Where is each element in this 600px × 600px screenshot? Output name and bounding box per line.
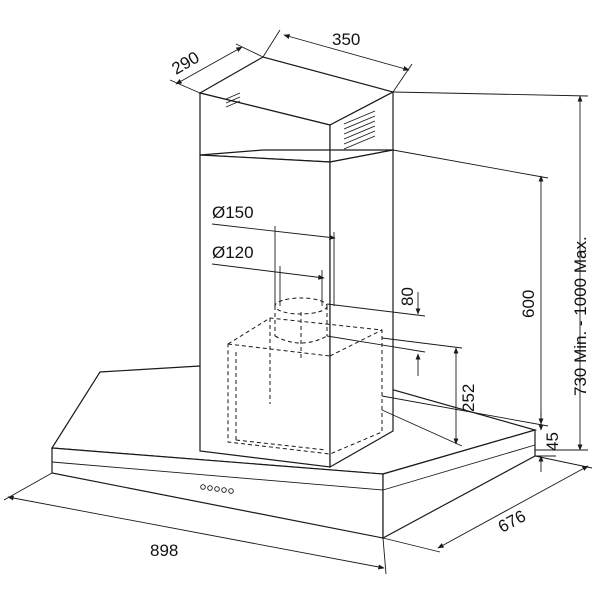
dim-45: 45: [535, 410, 562, 472]
dim-252: 252: [381, 337, 478, 447]
dim-label-676: 676: [495, 506, 529, 536]
dim-label-diameter-120: Ø120: [212, 243, 254, 262]
motor-housing: [227, 297, 383, 455]
dim-label-80: 80: [398, 287, 417, 306]
dim-label-350: 350: [332, 30, 360, 49]
dim-730-1000: 730 Min. - 1000 Max.: [392, 91, 590, 451]
dim-label-45: 45: [543, 432, 562, 451]
dim-label-730-1000: 730 Min. - 1000 Max.: [571, 236, 590, 396]
chimney: [198, 56, 395, 469]
dim-80: 80: [326, 287, 426, 376]
lower-chimney-front: [199, 154, 331, 468]
button-icon: [228, 488, 234, 494]
dim-350: 350: [262, 29, 413, 93]
dim-label-diameter-150: Ø150: [212, 203, 254, 222]
dim-label-252: 252: [459, 384, 478, 412]
dim-label-290: 290: [169, 48, 203, 79]
dim-label-600: 600: [519, 290, 538, 318]
button-icon: [207, 485, 213, 491]
dim-898: 898: [3, 472, 387, 575]
dim-600: 600: [381, 149, 549, 427]
button-icon: [214, 486, 220, 492]
vent-slots-icon: [225, 92, 376, 150]
dim-diameter-150: Ø150: [211, 203, 336, 306]
control-buttons: [200, 484, 234, 494]
dim-diameter-120: Ø120: [211, 243, 325, 306]
button-icon: [221, 487, 227, 493]
button-icon: [200, 484, 206, 490]
dim-label-898: 898: [150, 541, 178, 560]
